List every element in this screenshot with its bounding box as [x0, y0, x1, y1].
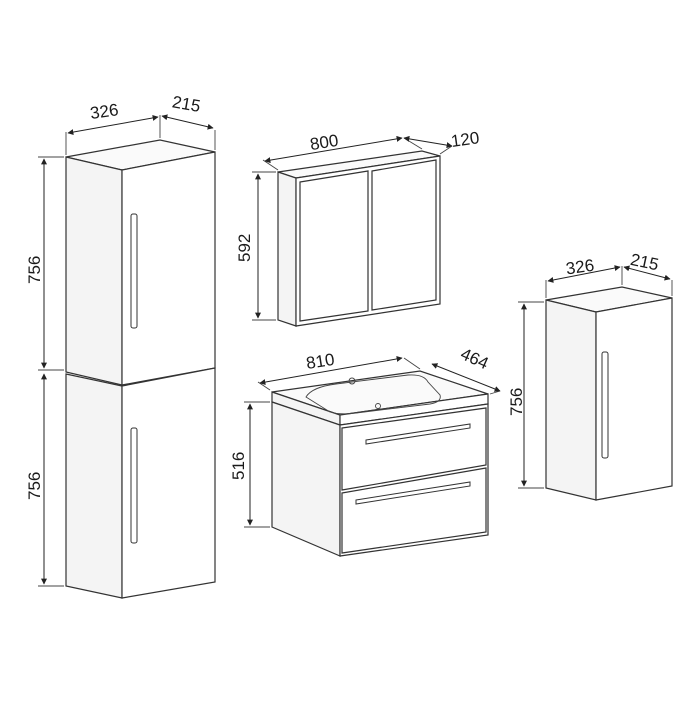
small-cabinet: 326 215 756: [507, 250, 673, 501]
vanity-unit: 810 464 516: [229, 344, 501, 557]
upper-drawer-handle: [365, 423, 471, 445]
tall-cabinet-lower-height-dimension: 756: [25, 373, 64, 587]
tall-cabinet-lower-height-label: 756: [25, 472, 44, 500]
mirror-cabinet: 800 120 592: [235, 128, 481, 327]
drain: [375, 403, 381, 409]
tall-cabinet-depth-dimension: 215: [161, 92, 216, 150]
lower-door-handle: [130, 427, 138, 544]
vanity-width-dimension: 810: [257, 350, 421, 391]
upper-door-handle: [130, 213, 138, 329]
small-cabinet-width-dimension: 326: [545, 256, 623, 298]
tall-cabinet-lower-unit: [65, 367, 216, 599]
mirror-door-left: [299, 170, 369, 322]
tall-cabinet-upper-height-label: 756: [25, 256, 44, 284]
tall-cabinet-width-label: 326: [89, 100, 120, 123]
mirror-cabinet-height-label: 592: [235, 234, 254, 262]
small-cabinet-door-handle: [601, 351, 609, 459]
mirror-cabinet-height-dimension: 592: [235, 171, 276, 321]
small-cabinet-depth-label: 215: [629, 250, 661, 274]
lower-drawer-handle: [355, 481, 471, 505]
mirror-cabinet-depth-dimension: 120: [403, 128, 481, 155]
tall-cabinet-depth-label: 215: [171, 92, 202, 116]
vanity-depth-label: 464: [458, 344, 492, 373]
vanity-height-label: 516: [229, 452, 248, 480]
basin-bowl: [305, 374, 441, 415]
tall-cabinet: 326 215 756 756: [25, 92, 216, 599]
small-cabinet-height-dimension: 756: [507, 301, 544, 489]
mirror-door-right: [371, 159, 437, 311]
tall-cabinet-width-dimension: 326: [65, 100, 161, 155]
small-cabinet-width-label: 326: [565, 256, 596, 279]
tall-cabinet-upper-height-dimension: 756: [25, 156, 64, 371]
tall-cabinet-upper-unit: [65, 139, 216, 386]
mirror-cabinet-width-label: 800: [309, 131, 340, 154]
vanity-width-label: 810: [305, 350, 336, 373]
small-cabinet-height-label: 756: [507, 388, 526, 416]
vanity-height-dimension: 516: [229, 401, 270, 528]
mirror-cabinet-depth-label: 120: [450, 128, 481, 151]
